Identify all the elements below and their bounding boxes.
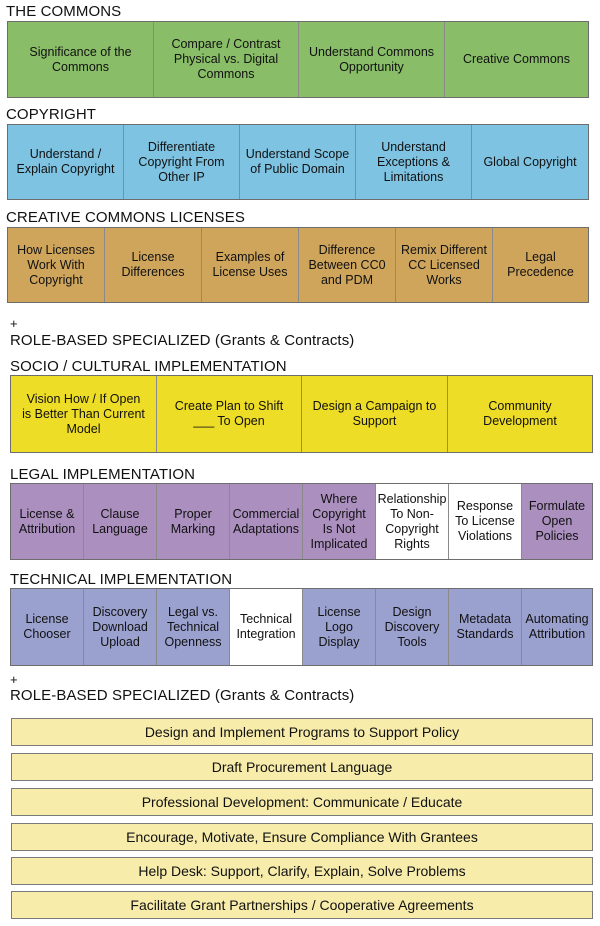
technical-cell: Automating Attribution [522,589,592,665]
cc-license-cell: License Differences [105,228,202,302]
section-heading-commons: THE COMMONS [6,3,122,20]
technical-cell: License Logo Display [303,589,376,665]
commons-cell: Understand Commons Opportunity [299,22,445,97]
legal-cell: Formulate Open Policies [522,484,592,559]
cc-license-cell: How Licenses Work With Copyright [8,228,105,302]
commons-cell: Creative Commons [445,22,588,97]
socio-cultural-cell: Community Development [448,376,592,452]
technical-cell: Legal vs. Technical Openness [157,589,230,665]
cc-license-cell: Difference Between CC0 and PDM [299,228,396,302]
technical-cell: Discovery Download Upload [84,589,157,665]
technical-cell-highlight: Technical Integration [230,589,303,665]
copyright-cell: Understand / Explain Copyright [8,125,124,199]
copyright-cell: Understand Scope of Public Domain [240,125,356,199]
cc-license-cell: Legal Precedence [493,228,588,302]
legal-cell: Proper Marking [157,484,230,559]
section-heading-copyright: COPYRIGHT [6,106,97,123]
socio-cultural-cell: Create Plan to Shift ___ To Open [157,376,302,452]
commons-cell: Compare / Contrast Physical vs. Digital … [154,22,299,97]
technical-cell: Metadata Standards [449,589,522,665]
legal-cell: Commercial Adaptations [230,484,303,559]
technical-row: License Chooser Discovery Download Uploa… [10,588,593,666]
legal-cell: License & Attribution [11,484,84,559]
socio-cultural-cell: Design a Campaign to Support [302,376,448,452]
socio-cultural-cell: Vision How / If Open is Better Than Curr… [11,376,157,452]
role-task-bar: Facilitate Grant Partnerships / Cooperat… [11,891,593,919]
legal-cell-highlight: Response To License Violations [449,484,522,559]
cc-license-cell: Remix Different CC Licensed Works [396,228,493,302]
commons-row: Significance of the Commons Compare / Co… [7,21,589,98]
role-task-bar: Draft Procurement Language [11,753,593,781]
legal-row: License & Attribution Clause Language Pr… [10,483,593,560]
role-task-bar: Encourage, Motivate, Ensure Compliance W… [11,823,593,851]
cc-licenses-row: How Licenses Work With Copyright License… [7,227,589,303]
technical-cell: Design Discovery Tools [376,589,449,665]
commons-cell: Significance of the Commons [8,22,154,97]
role-task-bar: Professional Development: Communicate / … [11,788,593,816]
section-heading-role-based: ROLE-BASED SPECIALIZED (Grants & Contrac… [10,687,355,704]
copyright-cell: Global Copyright [472,125,588,199]
section-heading-legal: LEGAL IMPLEMENTATION [10,466,196,483]
cc-license-cell: Examples of License Uses [202,228,299,302]
plus-sign: + [10,672,18,687]
section-heading-technical: TECHNICAL IMPLEMENTATION [10,571,233,588]
legal-cell-highlight: Relationship To Non-Copyright Rights [376,484,449,559]
legal-cell: Clause Language [84,484,157,559]
section-heading-role-based: ROLE-BASED SPECIALIZED (Grants & Contrac… [10,332,355,349]
copyright-cell: Understand Exceptions & Limitations [356,125,472,199]
copyright-cell: Differentiate Copyright From Other IP [124,125,240,199]
socio-cultural-row: Vision How / If Open is Better Than Curr… [10,375,593,453]
role-task-bar: Design and Implement Programs to Support… [11,718,593,746]
section-heading-socio-cultural: SOCIO / CULTURAL IMPLEMENTATION [10,358,287,375]
role-task-bar: Help Desk: Support, Clarify, Explain, So… [11,857,593,885]
plus-sign: + [10,316,18,331]
technical-cell: License Chooser [11,589,84,665]
section-heading-cc-licenses: CREATIVE COMMONS LICENSES [6,209,245,226]
legal-cell: Where Copyright Is Not Implicated [303,484,376,559]
copyright-row: Understand / Explain Copyright Different… [7,124,589,200]
